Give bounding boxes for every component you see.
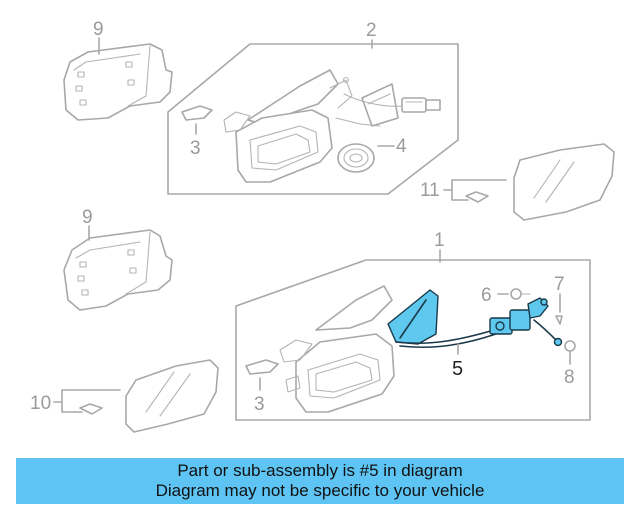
mirror-housing-top[interactable] — [223, 69, 381, 183]
mirror-motor-top[interactable] — [337, 143, 375, 173]
mirror-glass-right[interactable] — [513, 143, 615, 221]
parts-diagram: 9 2 3 4 — [30, 19, 615, 433]
callout-2: 2 — [366, 20, 377, 41]
wire-connector-top[interactable] — [343, 93, 441, 113]
assembly-box-2 — [167, 43, 459, 195]
mirror-cover-mid[interactable] — [63, 229, 173, 311]
callout-3-bottom: 3 — [254, 394, 265, 415]
mirror-housing-bottom[interactable] — [279, 285, 395, 413]
mirror-cover-top[interactable] — [63, 43, 173, 121]
callout-9-mid: 9 — [82, 207, 93, 228]
banner-line-2: Diagram may not be specific to your vehi… — [155, 481, 485, 500]
glass-clip-right[interactable] — [465, 191, 489, 203]
mirror-glass-left[interactable] — [125, 359, 219, 433]
bolt-7[interactable] — [555, 315, 563, 325]
assembly-box-1 — [235, 259, 591, 421]
grommet-8[interactable] — [564, 340, 576, 352]
banner-line-1: Part or sub-assembly is #5 in diagram — [177, 461, 463, 480]
callout-4: 4 — [396, 136, 407, 157]
callout-1: 1 — [434, 230, 445, 251]
screw-6[interactable] — [510, 288, 531, 300]
callout-10: 10 — [30, 393, 51, 414]
callout-11: 11 — [420, 180, 440, 201]
clip-bottom[interactable] — [245, 359, 279, 375]
callout-8: 8 — [564, 367, 575, 388]
callout-6: 6 — [481, 285, 492, 306]
leader-10 — [53, 389, 121, 413]
callout-9-top: 9 — [93, 19, 104, 40]
clip-top[interactable] — [181, 105, 213, 121]
leader-11 — [443, 179, 507, 201]
callout-5: 5 — [452, 358, 463, 380]
info-banner: Part or sub-assembly is #5 in diagram Di… — [16, 458, 624, 504]
glass-clip-left[interactable] — [79, 403, 103, 415]
part-5-cable-assembly[interactable] — [387, 289, 563, 349]
callout-3-top: 3 — [190, 138, 201, 159]
callout-7: 7 — [554, 274, 565, 295]
